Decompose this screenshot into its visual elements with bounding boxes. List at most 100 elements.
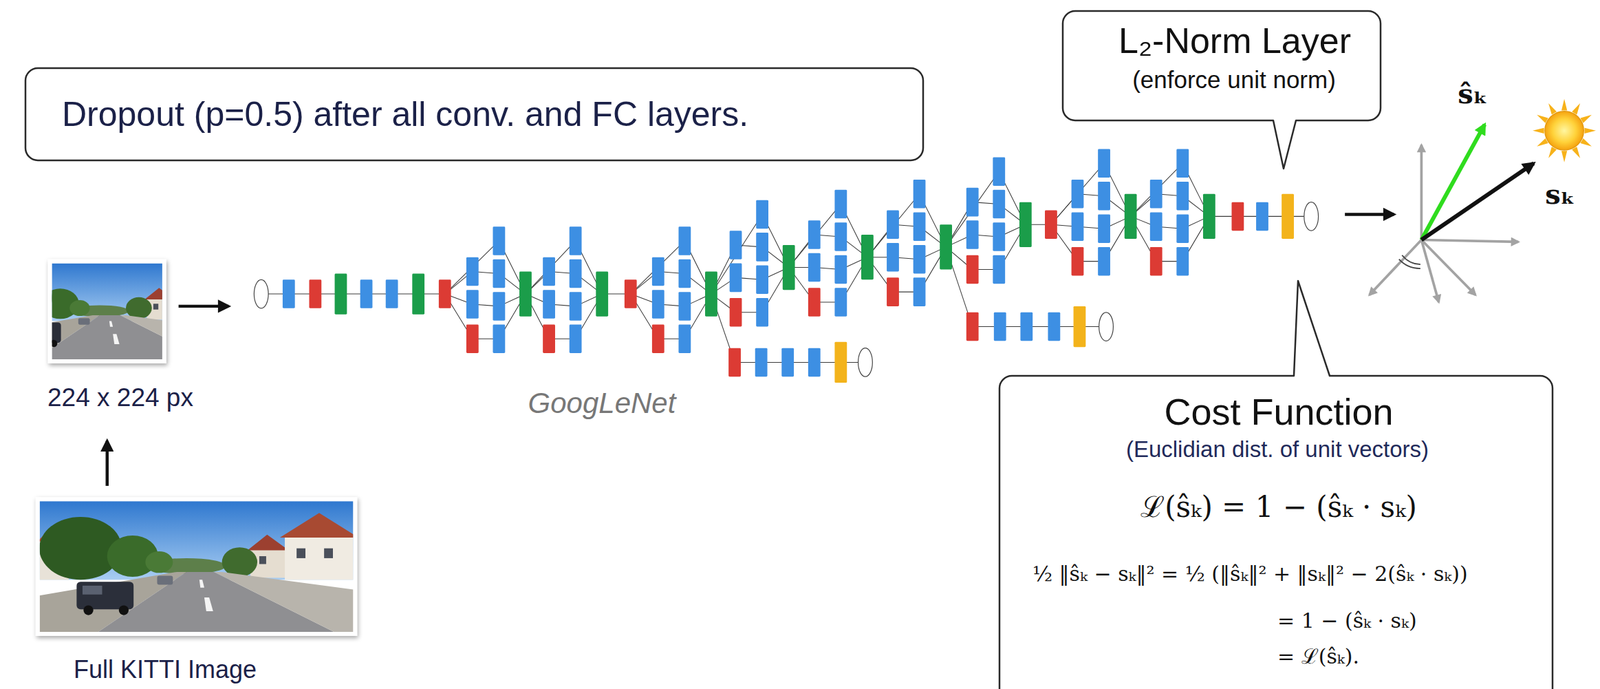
vector-diagram [1369, 124, 1534, 302]
callout-outline [1062, 11, 1381, 169]
layer-block [1176, 181, 1189, 211]
sun-ray [1536, 114, 1548, 124]
formula: ℒ(ŝₖ) = 1 − (ŝₖ · sₖ) [1140, 489, 1418, 525]
layer-block [1073, 306, 1087, 347]
layer-block [466, 257, 479, 287]
layer-block [1281, 193, 1294, 239]
layer-block [569, 324, 582, 354]
layer-block [466, 289, 479, 319]
layer-block [438, 279, 452, 309]
sun-ray [1571, 103, 1581, 115]
layer-block [834, 287, 847, 317]
layer-link [630, 240, 686, 294]
layer-block [939, 224, 953, 269]
callout-title: Cost Function [1163, 389, 1393, 435]
layer-block [705, 271, 718, 316]
layer-block [1176, 149, 1189, 179]
layer-block [1047, 312, 1061, 342]
layer-block [966, 187, 979, 217]
image-size-label: 224 x 224 px [47, 382, 194, 413]
layer-link [711, 213, 763, 294]
layer-block [1150, 211, 1163, 241]
vector-diagram [1421, 239, 1476, 295]
layer-block [808, 220, 821, 250]
vector-diagram [1421, 239, 1519, 242]
layer-block [1176, 213, 1189, 243]
layer-block [492, 291, 505, 321]
photo-small [0, 259, 227, 364]
flow-arrow [1344, 212, 1394, 216]
note-callout: Dropout (p=0.5) after all conv. and FC l… [25, 68, 924, 161]
layer-block [861, 234, 874, 280]
layer-link [525, 240, 576, 294]
layer-block [993, 312, 1007, 342]
callout-subtitle: (Euclidian dist. of unit vectors) [1126, 435, 1429, 463]
layer-block [913, 211, 926, 241]
vector-label: ŝₖ [1457, 77, 1488, 111]
layer-block [834, 189, 847, 219]
layer-block [808, 348, 821, 377]
layer-block [1097, 213, 1111, 243]
layer-block [652, 257, 665, 287]
image-caption: Full KITTI Image [73, 654, 257, 684]
sun-ray [1580, 138, 1592, 147]
layer-block [729, 297, 743, 327]
layer-block [678, 259, 691, 289]
layer-block [755, 232, 769, 262]
layer-block [913, 277, 926, 307]
layer-block [595, 271, 609, 316]
callout-outline [999, 280, 1553, 689]
sun-ray [1548, 146, 1557, 158]
layer-block [1097, 246, 1111, 276]
note-text: Dropout (p=0.5) after all conv. and FC l… [61, 93, 749, 135]
sun-icon [1544, 111, 1584, 150]
layer-block [1019, 202, 1032, 247]
sun-ray [1561, 150, 1567, 163]
layer-block [569, 226, 582, 256]
layer-block [834, 222, 847, 252]
formula: = 1 − (ŝₖ · sₖ) [1277, 608, 1418, 633]
sun-icon [1532, 99, 1596, 163]
layer-block [834, 255, 847, 285]
layer-block [886, 209, 900, 239]
layer-block [542, 257, 556, 287]
vector-diagram [1421, 124, 1485, 241]
flow-arrow [105, 440, 109, 486]
photo-full [35, 496, 359, 636]
layer-block [966, 220, 979, 250]
layer-block [913, 244, 926, 274]
layer-block [652, 289, 665, 319]
flow-arrow [178, 304, 230, 308]
layer-block [652, 324, 665, 354]
layer-block [992, 156, 1005, 186]
callout-outline [25, 68, 924, 161]
network-layers [253, 149, 1318, 384]
layer-block [966, 255, 979, 285]
cost-callout: Cost Function(Euclidian dist. of unit ve… [999, 375, 1553, 689]
layer-block [519, 271, 532, 316]
sun-ray [1548, 103, 1557, 115]
layer-block [886, 277, 900, 307]
layer-block [1097, 181, 1111, 211]
layer-block [782, 244, 796, 290]
sun-ray [1561, 99, 1567, 111]
vector-diagram [1420, 145, 1424, 241]
io-node [1304, 202, 1319, 232]
vector-diagram [1399, 259, 1421, 269]
layer-block [678, 291, 691, 321]
layer-block [1071, 246, 1085, 276]
sun-ray [1584, 127, 1596, 134]
layer-block [755, 297, 769, 327]
vector-diagram [1369, 239, 1422, 295]
layer-block [913, 179, 926, 209]
layer-block [385, 279, 399, 309]
layer-block [834, 341, 847, 383]
layer-block [1203, 193, 1216, 239]
layer-block [678, 324, 691, 354]
layer-block [992, 222, 1005, 252]
io-node [1099, 312, 1114, 342]
layer-block [542, 324, 556, 354]
photo-small [0, 263, 227, 360]
layer-block [1071, 179, 1085, 209]
